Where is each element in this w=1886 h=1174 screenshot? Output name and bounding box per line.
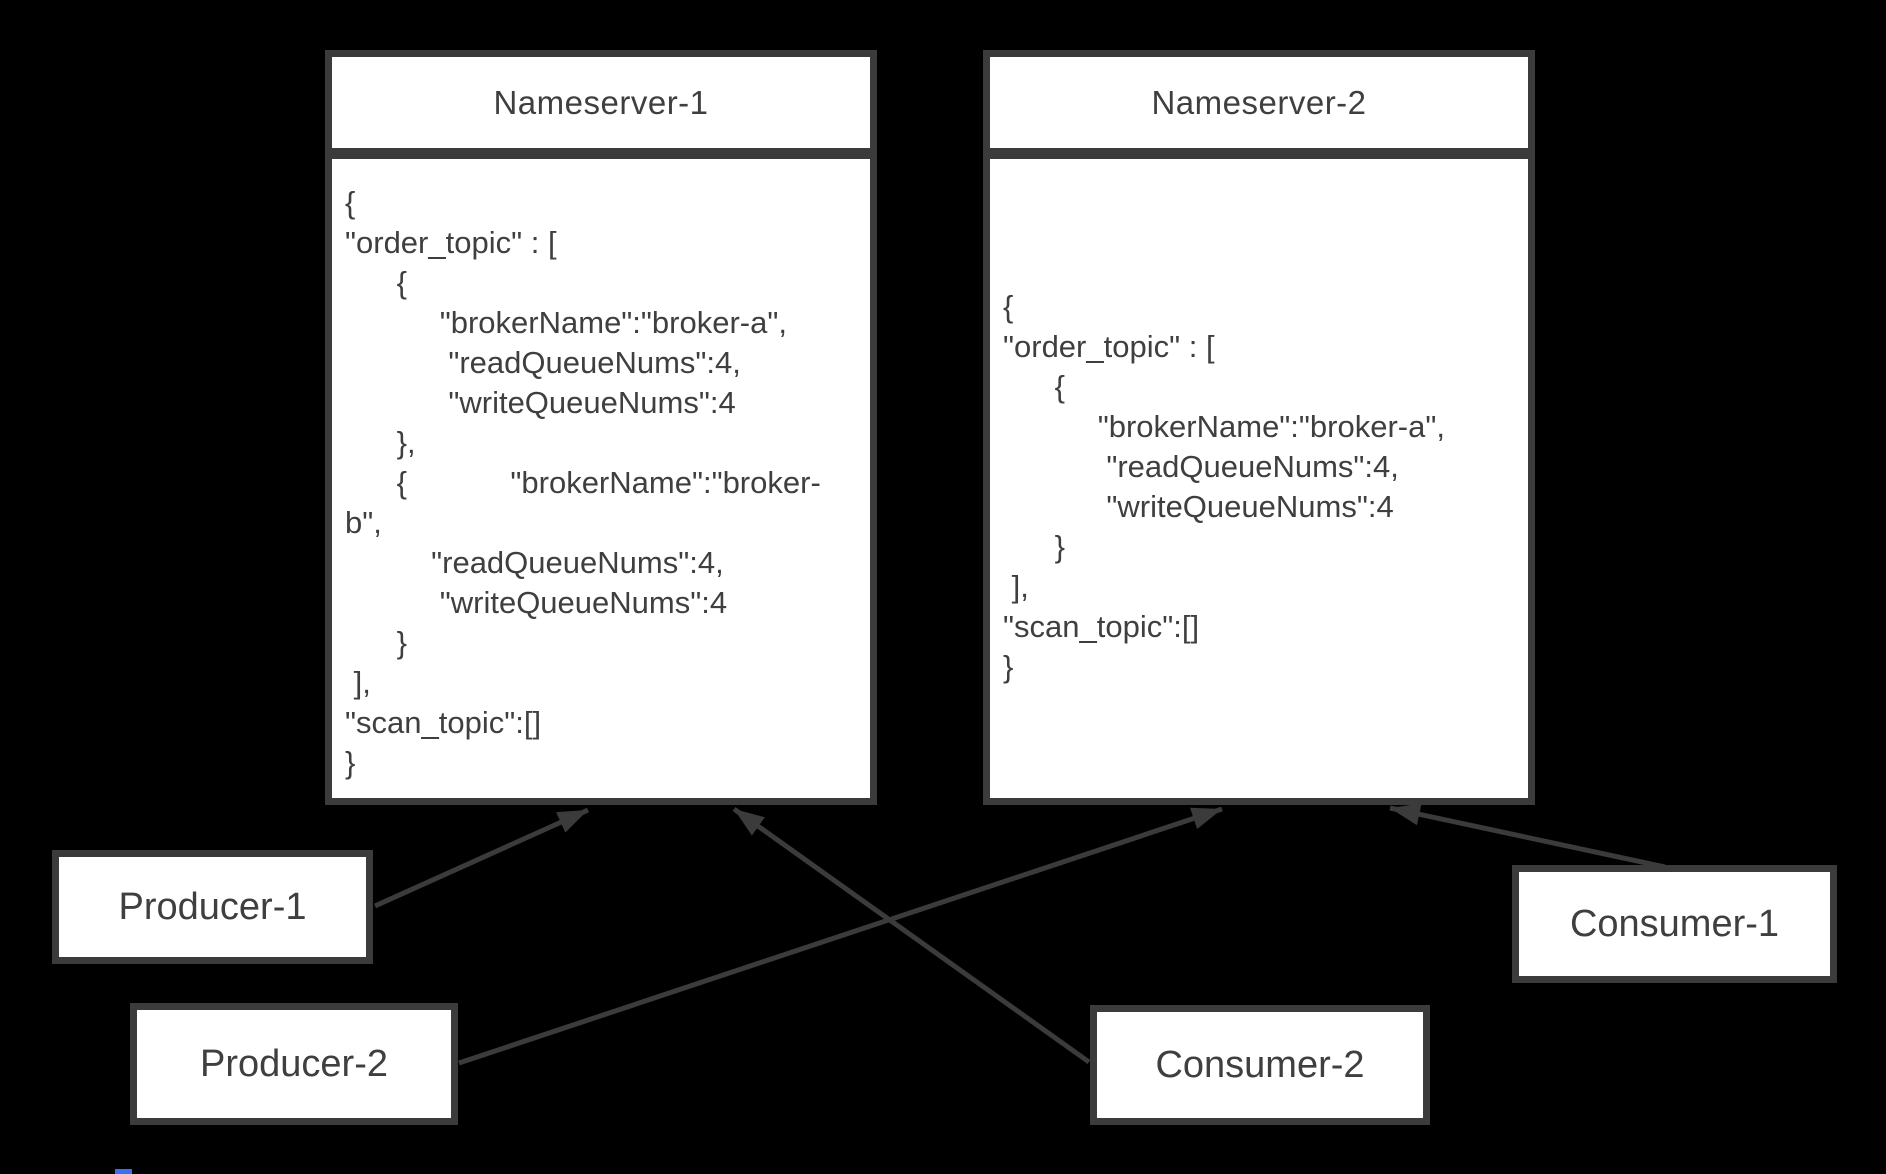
consumer-1-box: Consumer-1 [1512, 865, 1837, 983]
nameserver-1-registry-json: { "order_topic" : [ { "brokerName":"brok… [345, 185, 821, 780]
nameserver-1-box: Nameserver-1 { "order_topic" : [ { "brok… [325, 50, 877, 805]
producer-1-box: Producer-1 [52, 850, 373, 964]
producer-2-box: Producer-2 [130, 1003, 458, 1125]
nameserver-2-registry-json: { "order_topic" : [ { "brokerName":"brok… [1003, 289, 1445, 684]
nameserver-1-title: Nameserver-1 [332, 57, 870, 159]
screen-artifact-strip [115, 1169, 132, 1174]
arrow-consumer-2-to-nameserver-1 [732, 806, 1091, 1065]
consumer-2-box: Consumer-2 [1090, 1005, 1430, 1125]
arrow-consumer-1-to-nameserver-2 [1389, 803, 1666, 870]
arrow-producer-1-to-nameserver-1 [373, 807, 590, 909]
nameserver-2-box: Nameserver-2 { "order_topic" : [ { "brok… [983, 50, 1535, 805]
nameserver-2-title: Nameserver-2 [990, 57, 1528, 159]
